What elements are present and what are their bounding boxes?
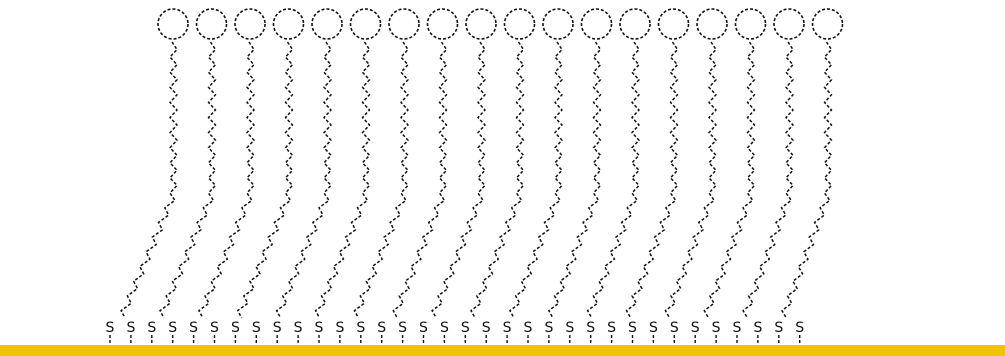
- sulfur-atom-label: S: [252, 320, 261, 336]
- sulfur-atom-label: S: [544, 320, 553, 336]
- head-group-circle: [389, 9, 419, 39]
- alkyl-chain: [354, 42, 408, 318]
- head-group-circle: [697, 9, 727, 39]
- alkyl-chain: [277, 42, 331, 318]
- sulfur-atom-label: S: [753, 320, 762, 336]
- head-group-circle: [505, 9, 535, 39]
- head-group-circle: [197, 9, 227, 39]
- sulfur-atom-label: S: [565, 320, 574, 336]
- alkyl-chain: [432, 42, 485, 318]
- head-group-circle: [774, 9, 804, 39]
- head-group-circle: [274, 9, 304, 39]
- head-group-circle: [620, 9, 650, 39]
- sulfur-atom-label: S: [273, 320, 282, 336]
- sulfur-atom-label: S: [335, 320, 344, 336]
- alkyl-chain: [121, 42, 177, 318]
- sulfur-atom-label: S: [147, 320, 156, 336]
- sulfur-atom-label: S: [294, 320, 303, 336]
- alkyl-chain: [160, 42, 216, 318]
- sulfur-atom-label: S: [210, 320, 219, 336]
- sulfur-atom-label: S: [419, 320, 428, 336]
- head-group-circle: [312, 9, 342, 39]
- sulfur-atom-label: S: [377, 320, 386, 336]
- sulfur-atom-label: S: [607, 320, 616, 336]
- head-group-circle: [158, 9, 188, 39]
- sulfur-atom-label: S: [691, 320, 700, 336]
- sulfur-atom-label: S: [126, 320, 135, 336]
- gold-substrate-surface: [0, 345, 1005, 356]
- sulfur-atom-label: S: [795, 320, 804, 336]
- head-group-circle: [466, 9, 496, 39]
- head-group-circle: [235, 9, 265, 39]
- head-groups: [158, 9, 843, 39]
- sulfur-atom-label: S: [649, 320, 658, 336]
- sulfur-atom-label: S: [774, 320, 783, 336]
- head-group-circle: [582, 9, 612, 39]
- sulfur-atom-label: S: [315, 320, 324, 336]
- sulfur-atom-label: S: [168, 320, 177, 336]
- sulfur-atom-label: S: [106, 320, 115, 336]
- head-group-circle: [813, 9, 843, 39]
- sulfur-atom-label: S: [628, 320, 637, 336]
- alkyl-chain: [199, 42, 254, 318]
- sulfur-atom-label: S: [733, 320, 742, 336]
- sulfur-atom-label: S: [189, 320, 198, 336]
- alkyl-chains: [121, 42, 831, 318]
- head-group-circle: [428, 9, 458, 39]
- head-group-circle: [543, 9, 573, 39]
- sulfur-atom-label: S: [586, 320, 595, 336]
- sulfur-atom-label: S: [231, 320, 240, 336]
- sulfur-atom-label: S: [712, 320, 721, 336]
- head-group-circle: [736, 9, 766, 39]
- head-group-circle: [351, 9, 381, 39]
- head-group-circle: [659, 9, 689, 39]
- sulfur-atom-label: S: [503, 320, 512, 336]
- sulfur-atom-label: S: [356, 320, 365, 336]
- sulfur-atom-label: S: [524, 320, 533, 336]
- alkyl-chain: [238, 42, 293, 318]
- sulfur-atom-label: S: [440, 320, 449, 336]
- alkyl-chain: [471, 42, 524, 318]
- alkyl-chain: [393, 42, 446, 318]
- sulfur-atom-label: S: [461, 320, 470, 336]
- sulfur-atom-label: S: [398, 320, 407, 336]
- sulfur-atom-label: S: [670, 320, 679, 336]
- alkyl-chain: [316, 42, 370, 318]
- sulfur-atom-label: S: [482, 320, 491, 336]
